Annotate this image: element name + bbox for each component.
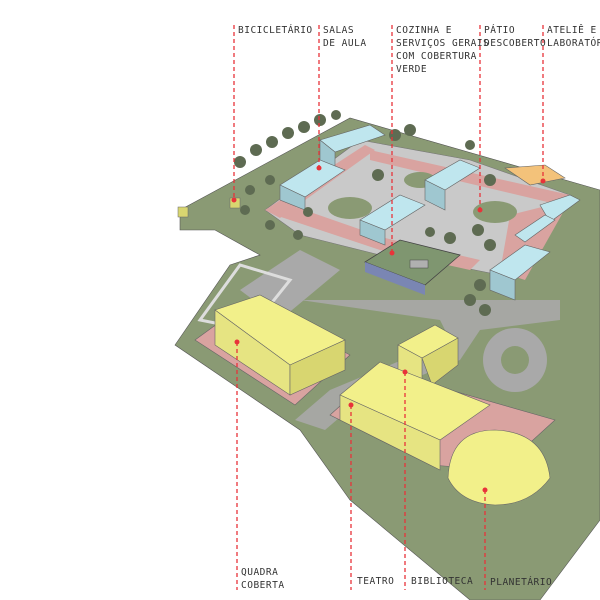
green-roof-side bbox=[365, 262, 425, 295]
leader-lines bbox=[233, 25, 544, 590]
patio-circle bbox=[473, 201, 517, 223]
label-patio: PÁTIO DESCOBERTO bbox=[484, 25, 547, 49]
label-salas-de-aula: SALAS DE AULA bbox=[323, 25, 367, 49]
label-teatro: TEATRO bbox=[357, 576, 395, 587]
label-atelie: ATELIÊ E LABORATÓRIO bbox=[547, 25, 600, 49]
atelie-block bbox=[504, 164, 566, 186]
patio-circle bbox=[328, 197, 372, 219]
bike-rack bbox=[177, 206, 189, 218]
roundabout-center bbox=[501, 346, 529, 374]
pink-walkway bbox=[370, 150, 570, 205]
planetario-dome bbox=[447, 429, 551, 506]
label-cozinha: COZINHA E SERVIÇOS GERAIS COM COBERTURA … bbox=[396, 25, 490, 75]
label-planetario: PLANETÁRIO bbox=[490, 577, 553, 588]
label-biblioteca: BIBLIOTECA bbox=[411, 576, 474, 587]
label-quadra: QUADRA COBERTA bbox=[241, 567, 285, 591]
classroom-blocks bbox=[279, 124, 581, 301]
quadra-side bbox=[289, 339, 346, 396]
trees bbox=[234, 110, 496, 316]
label-bicicletario: BICICLETÁRIO bbox=[238, 25, 313, 36]
biblioteca-side bbox=[421, 337, 459, 386]
teatro-front bbox=[339, 394, 441, 471]
roof-skylight bbox=[409, 259, 429, 269]
leader-dots bbox=[231, 165, 546, 493]
